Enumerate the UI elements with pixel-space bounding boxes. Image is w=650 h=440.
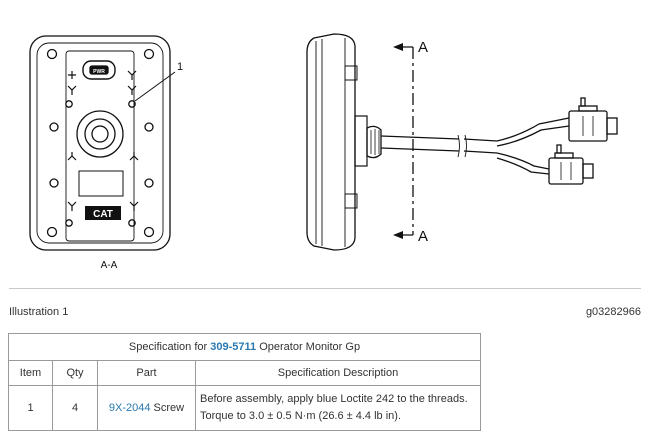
- section-marker-top: A: [418, 39, 428, 56]
- monitor-side-housing: [306, 33, 356, 251]
- description-line-1: Before assembly, apply blue Loctite 242 …: [200, 393, 468, 405]
- cat-logo-plate: [85, 206, 121, 220]
- mount-boss-top-left: [46, 48, 58, 60]
- part-name: Screw: [150, 402, 185, 414]
- illustration-label: Illustration 1: [9, 306, 69, 318]
- cell-part: 9X-2044 Screw: [97, 385, 196, 431]
- specification-table: Specification for 309-5711 Operator Moni…: [8, 333, 481, 431]
- monitor-front-housing: [29, 35, 171, 251]
- graphic-id: g03282966: [585, 306, 641, 318]
- caption-divider: [9, 288, 641, 289]
- cell-item: 1: [8, 385, 53, 431]
- illustration-figure: CAT PWR 1 A-A: [9, 6, 641, 278]
- table-row: 1 4 9X-2044 Screw Before assembly, apply…: [8, 385, 481, 431]
- cell-description: Before assembly, apply blue Loctite 242 …: [195, 385, 481, 431]
- harness-cable: [380, 135, 460, 152]
- header-description: Specification Description: [195, 360, 481, 386]
- callout-number: 1: [177, 61, 183, 73]
- table-title: Specification for 309-5711 Operator Moni…: [8, 333, 481, 361]
- operator-monitor-drawing: CAT PWR 1 A-A: [29, 33, 618, 271]
- cat-logo-text: CAT: [93, 209, 113, 220]
- table-title-suffix: Operator Monitor Gp: [256, 341, 361, 353]
- lower-connector: [548, 157, 584, 185]
- rotary-knob: [76, 110, 124, 158]
- table-title-prefix: Specification for: [128, 341, 211, 353]
- cell-qty: 4: [52, 385, 98, 431]
- part-number-link[interactable]: 309-5711: [210, 341, 257, 353]
- section-marker-bottom: A: [418, 228, 428, 245]
- header-qty: Qty: [52, 360, 98, 386]
- header-part: Part: [97, 360, 196, 386]
- pwr-button-text: PWR: [93, 69, 105, 75]
- mount-boss-top-right: [143, 48, 155, 60]
- section-view-label: A-A: [101, 260, 118, 271]
- screw-hole-callout-1: [128, 100, 136, 108]
- mount-boss-bottom-left: [46, 226, 58, 238]
- upper-connector: [568, 110, 608, 142]
- header-item: Item: [8, 360, 53, 386]
- mount-boss-bottom-right: [143, 226, 155, 238]
- screw-part-link[interactable]: 9X-2044: [108, 402, 151, 414]
- description-line-2: Torque to 3.0 ± 0.5 N·m (26.6 ± 4.4 lb i…: [200, 410, 402, 422]
